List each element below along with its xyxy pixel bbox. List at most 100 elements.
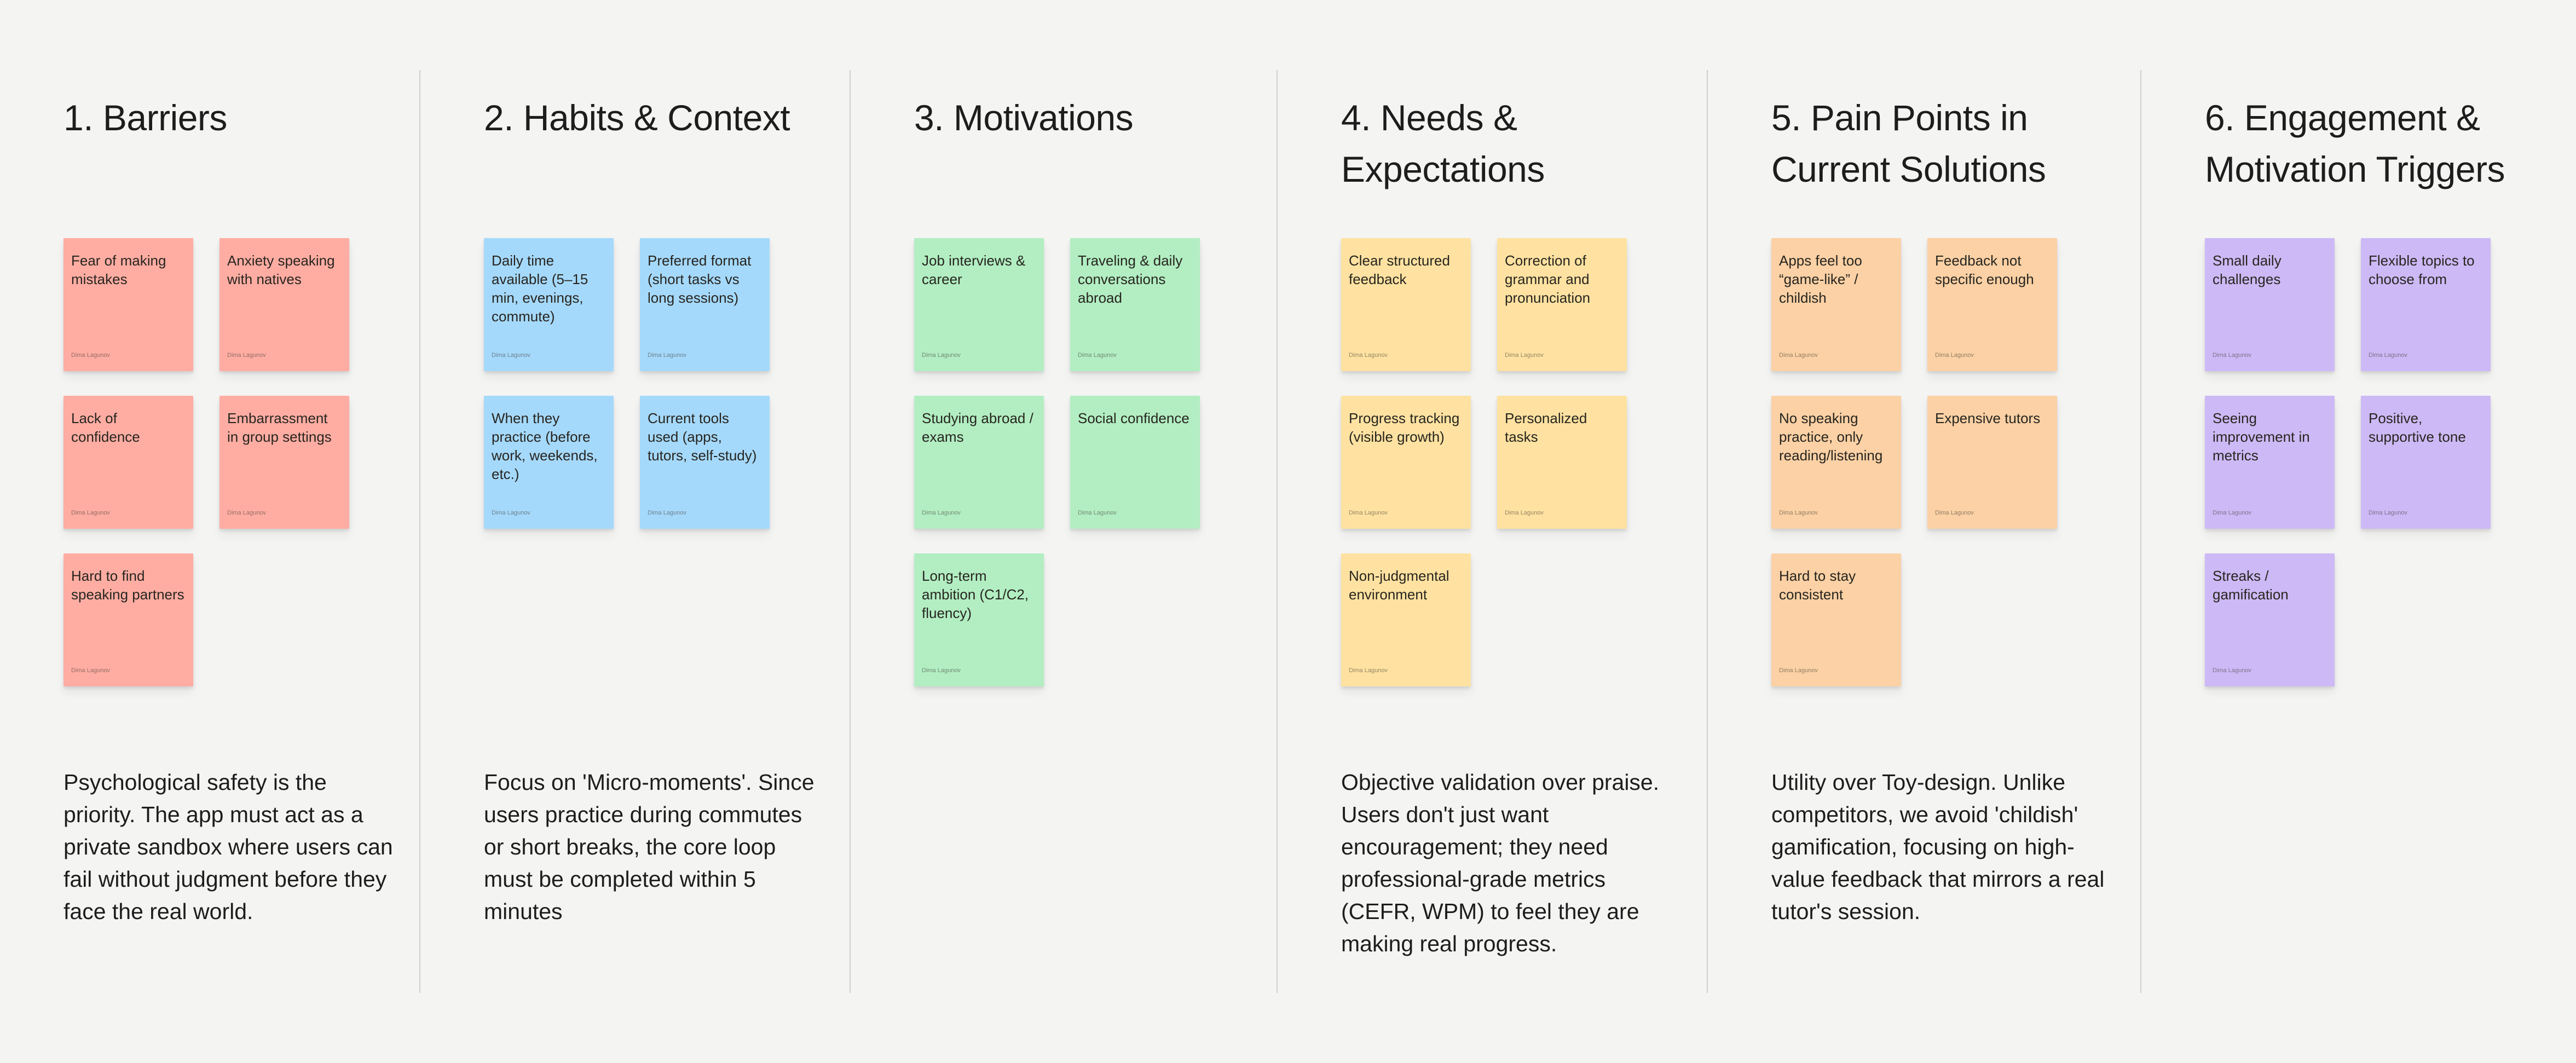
sticky-grid-habits-context: Daily time available (5–15 min, evenings…: [484, 238, 776, 529]
sticky-author-label: Dima Lagunov: [922, 510, 961, 516]
sticky-note[interactable]: No speaking practice, only reading/liste…: [1771, 396, 1901, 529]
sticky-text: Anxiety speaking with natives: [227, 252, 335, 287]
insight-text-needs-expectations[interactable]: Objective validation over praise. Users …: [1341, 770, 1660, 956]
sticky-author-label: Dima Lagunov: [2369, 510, 2407, 516]
sticky-author-label: Dima Lagunov: [1078, 510, 1117, 516]
sticky-note[interactable]: Current tools used (apps, tutors, self-s…: [640, 396, 770, 529]
sticky-author-label: Dima Lagunov: [1505, 352, 1544, 359]
sticky-text: Current tools used (apps, tutors, self-s…: [648, 410, 757, 464]
sticky-author-label: Dima Lagunov: [492, 352, 530, 359]
sticky-text: Expensive tutors: [1935, 410, 2041, 426]
sticky-author-label: Dima Lagunov: [648, 352, 686, 359]
sticky-author-label: Dima Lagunov: [1349, 510, 1388, 516]
sticky-text: Studying abroad / exams: [922, 410, 1033, 445]
sticky-author-label: Dima Lagunov: [1349, 352, 1388, 359]
sticky-note[interactable]: Progress tracking (visible growth) Dima L…: [1341, 396, 1471, 529]
sticky-text: Traveling & daily conversations abroad: [1078, 252, 1183, 306]
sticky-text: Preferred format (short tasks vs long se…: [648, 252, 752, 306]
sticky-author-label: Dima Lagunov: [1779, 352, 1818, 359]
sticky-text: Hard to find speaking partners: [71, 568, 184, 603]
column-title-habits-context[interactable]: 2. Habits & Context: [484, 97, 790, 138]
insight-text-barriers[interactable]: Psychological safety is the priority. Th…: [63, 770, 393, 924]
sticky-author-label: Dima Lagunov: [1935, 352, 1974, 359]
sticky-text: When they practice (before work, weekend…: [492, 410, 598, 482]
column-title-needs-expectations[interactable]: 4. Needs & Expectations: [1341, 97, 1545, 189]
sticky-text: Daily time available (5–15 min, evenings…: [492, 252, 588, 325]
sticky-text: Positive, supportive tone: [2369, 410, 2466, 445]
sticky-text: Lack of confidence: [71, 410, 140, 445]
sticky-text: Clear structured feedback: [1349, 252, 1450, 287]
sticky-author-label: Dima Lagunov: [2213, 352, 2251, 359]
sticky-author-label: Dima Lagunov: [2369, 352, 2407, 359]
sticky-text: No speaking practice, only reading/liste…: [1779, 410, 1883, 464]
sticky-author-label: Dima Lagunov: [1078, 352, 1117, 359]
sticky-author-label: Dima Lagunov: [1779, 667, 1818, 674]
sticky-note[interactable]: Daily time available (5–15 min, evenings…: [484, 238, 614, 371]
insight-text-pain-points[interactable]: Utility over Toy-design. Unlike competit…: [1771, 770, 2105, 924]
sticky-text: Personalized tasks: [1505, 410, 1587, 445]
column-title-barriers[interactable]: 1. Barriers: [63, 97, 227, 138]
sticky-text: Small daily challenges: [2213, 252, 2282, 287]
column-title-motivations[interactable]: 3. Motivations: [914, 97, 1134, 138]
sticky-author-label: Dima Lagunov: [1935, 510, 1974, 516]
sticky-text: Job interviews & career: [922, 252, 1026, 287]
sticky-note[interactable]: When they practice (before work, weekend…: [484, 396, 614, 529]
sticky-text: Apps feel too “game-like” / childish: [1779, 252, 1862, 306]
sticky-text: Hard to stay consistent: [1779, 568, 1856, 603]
sticky-text: Progress tracking (visible growth): [1349, 410, 1460, 445]
column-title-engagement-triggers[interactable]: 6. Engagement & Motivation Triggers: [2205, 97, 2505, 189]
sticky-text: Seeing improvement in metrics: [2213, 410, 2310, 464]
sticky-text: Embarrassment in group settings: [227, 410, 332, 445]
column-needs-expectations: 4. Needs & Expectations Clear structured…: [1278, 70, 1708, 993]
sticky-text: Social confidence: [1078, 410, 1189, 426]
sticky-text: Non-judgmental environment: [1349, 568, 1449, 603]
column-title-pain-points[interactable]: 5. Pain Points in Current Solutions: [1771, 97, 2046, 189]
column-pain-points: 5. Pain Points in Current Solutions Apps…: [1708, 70, 2141, 993]
sticky-text: Feedback not specific enough: [1935, 252, 2034, 287]
sticky-author-label: Dima Lagunov: [1505, 510, 1544, 516]
sticky-author-label: Dima Lagunov: [71, 510, 110, 516]
sticky-note[interactable]: Long-term ambition (C1/C2, fluency) Dima …: [914, 553, 1044, 686]
insight-text-habits-context[interactable]: Focus on 'Micro-moments'. Since users pr…: [484, 770, 815, 924]
sticky-author-label: Dima Lagunov: [71, 352, 110, 359]
sticky-text: Long-term ambition (C1/C2, fluency): [922, 568, 1029, 621]
sticky-author-label: Dima Lagunov: [922, 667, 961, 674]
sticky-author-label: Dima Lagunov: [1349, 667, 1388, 674]
column-habits-context: 2. Habits & Context Daily time available…: [420, 70, 851, 993]
sticky-author-label: Dima Lagunov: [492, 510, 530, 516]
sticky-author-label: Dima Lagunov: [71, 667, 110, 674]
sticky-text: Correction of grammar and pronunciation: [1505, 252, 1591, 306]
sticky-text: Flexible topics to choose from: [2369, 252, 2475, 287]
sticky-note[interactable]: Preferred format (short tasks vs long se…: [640, 238, 770, 371]
sticky-author-label: Dima Lagunov: [648, 510, 686, 516]
